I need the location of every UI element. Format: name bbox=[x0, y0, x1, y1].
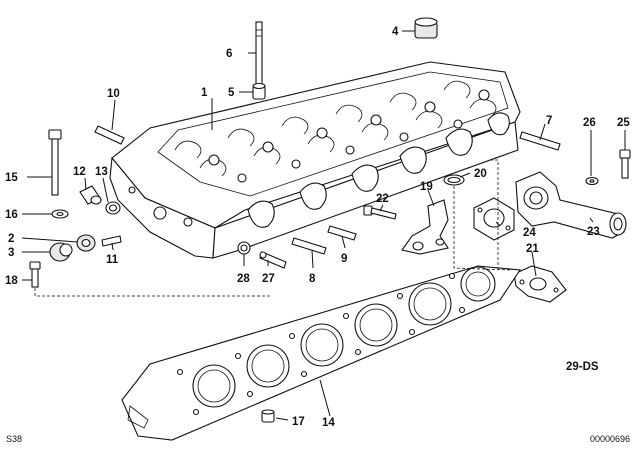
leader-lines bbox=[21, 30, 626, 421]
housing-part-23 bbox=[515, 171, 627, 239]
callout-24: 24 bbox=[523, 227, 536, 239]
stud-part-6 bbox=[255, 21, 263, 85]
plug-part-12 bbox=[79, 185, 102, 205]
oring-part-20 bbox=[443, 174, 465, 186]
sheet-code: S38 bbox=[6, 434, 22, 444]
bolt-part-15 bbox=[48, 129, 62, 196]
ring-part-28 bbox=[237, 241, 251, 255]
stud-part-8 bbox=[291, 237, 327, 255]
callout-11: 11 bbox=[106, 254, 119, 266]
callout-25: 25 bbox=[617, 117, 630, 129]
dowel-part-17 bbox=[261, 409, 275, 423]
callout-8: 8 bbox=[309, 273, 316, 285]
callout-21: 21 bbox=[526, 243, 539, 255]
drawing-number: 00000696 bbox=[590, 434, 630, 444]
callout-2: 2 bbox=[8, 233, 14, 245]
callout-27: 27 bbox=[262, 273, 275, 285]
callout-4: 4 bbox=[392, 26, 399, 38]
stud-part-11 bbox=[101, 235, 122, 247]
callout-5: 5 bbox=[228, 87, 235, 99]
callout-23: 23 bbox=[587, 226, 600, 238]
callout-16: 16 bbox=[5, 209, 18, 221]
callout-6: 6 bbox=[226, 48, 232, 60]
gasket-part-24 bbox=[473, 197, 515, 241]
callout-19: 19 bbox=[420, 181, 433, 193]
callout-17: 17 bbox=[292, 416, 305, 428]
callout-1: 1 bbox=[201, 87, 208, 99]
callout-9: 9 bbox=[341, 253, 347, 265]
callout-18: 18 bbox=[5, 275, 18, 287]
callout-20: 20 bbox=[474, 168, 487, 180]
callout-7: 7 bbox=[546, 115, 552, 127]
callout-22: 22 bbox=[376, 193, 389, 205]
head-gasket-part-14 bbox=[121, 265, 521, 441]
plug-part-3 bbox=[49, 242, 73, 262]
sleeve-part-5 bbox=[252, 82, 266, 100]
gasket-part-21 bbox=[513, 265, 567, 303]
stud-part-9 bbox=[327, 225, 357, 241]
callout-26: 26 bbox=[583, 117, 596, 129]
callout-28: 28 bbox=[237, 273, 250, 285]
callout-14: 14 bbox=[322, 417, 335, 429]
callout-labels: 1 2 3 4 5 6 7 8 9 10 11 12 13 14 15 16 1… bbox=[5, 26, 630, 429]
cylinder-head bbox=[109, 61, 521, 259]
callout-10: 10 bbox=[107, 88, 120, 100]
bolt-part-18 bbox=[29, 261, 41, 288]
seal-part-13 bbox=[105, 201, 121, 215]
bolt-part-25 bbox=[619, 149, 631, 179]
washer-part-16 bbox=[51, 209, 69, 219]
stud-part-7 bbox=[519, 131, 561, 151]
callout-15: 15 bbox=[5, 172, 18, 184]
callout-12: 12 bbox=[73, 166, 86, 178]
washer-part-26 bbox=[585, 176, 599, 186]
sensor-part-27 bbox=[259, 251, 287, 269]
callout-13: 13 bbox=[95, 166, 108, 178]
diagram-code: 29-DS bbox=[566, 361, 599, 373]
stud-part-10 bbox=[94, 125, 125, 145]
callout-3: 3 bbox=[8, 247, 14, 259]
bracket-part-19 bbox=[401, 199, 449, 255]
plug-part-2 bbox=[76, 234, 96, 252]
cap-part-4 bbox=[414, 17, 438, 39]
bolt-part-22 bbox=[363, 205, 397, 220]
